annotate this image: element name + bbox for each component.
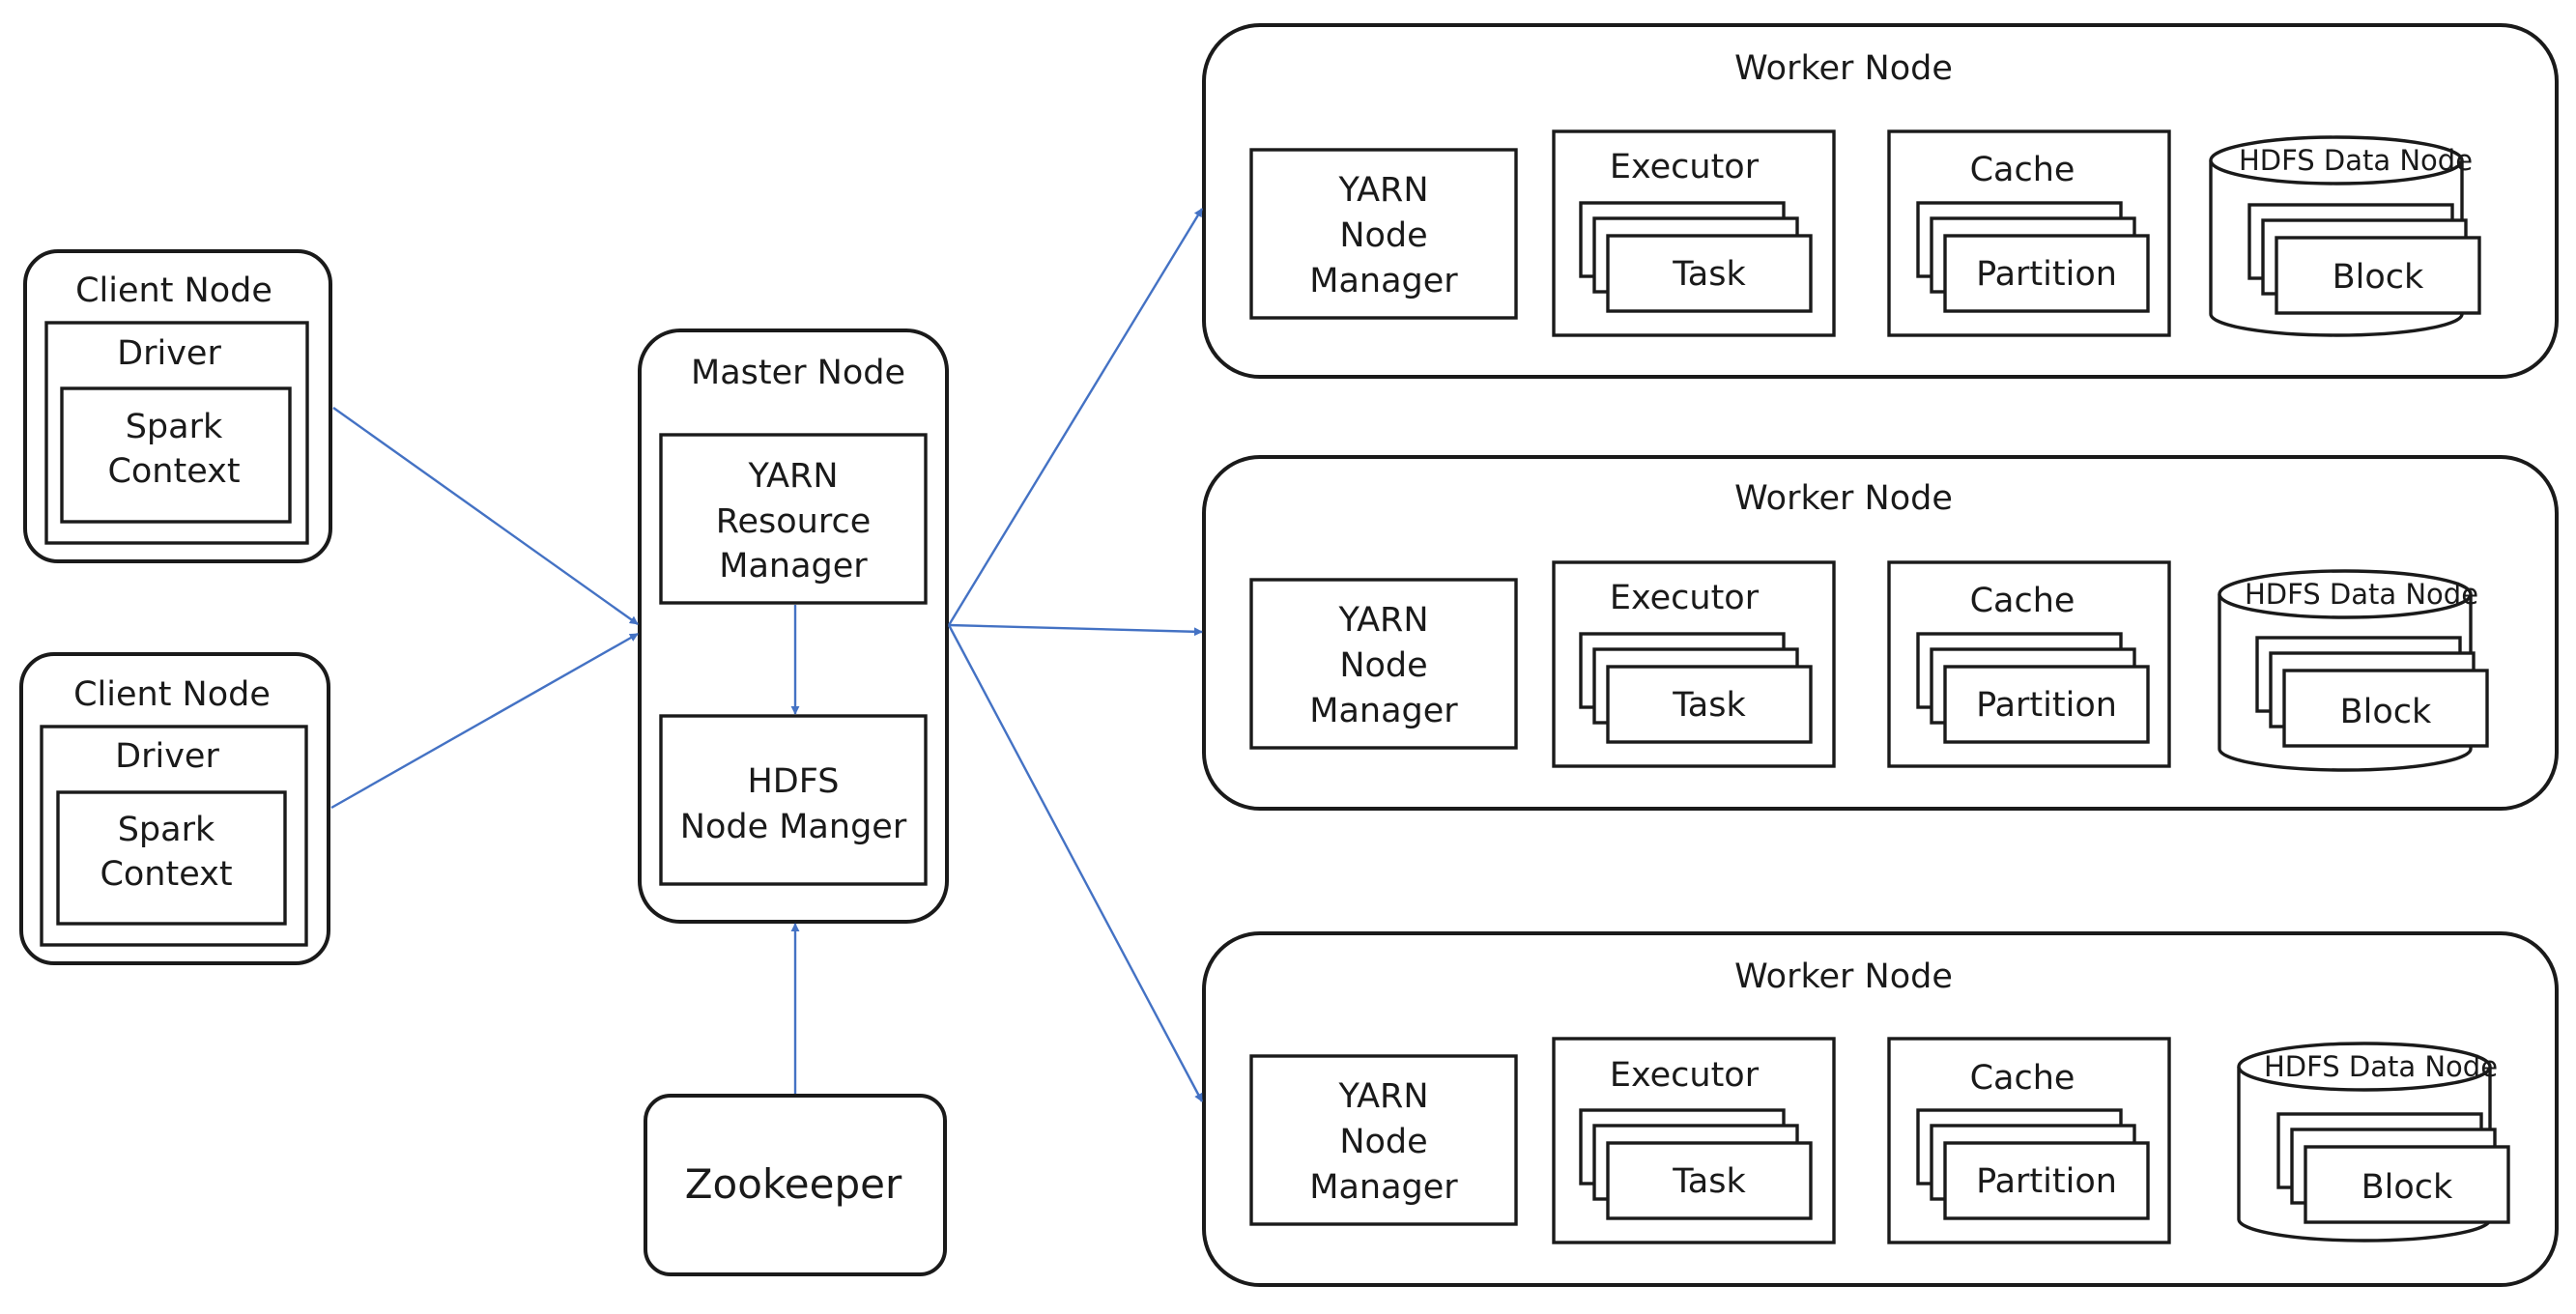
cache-box: Cache Partition bbox=[1887, 1037, 2171, 1244]
zookeeper-label: Zookeeper bbox=[685, 1160, 902, 1208]
worker-node-title: Worker Node bbox=[1734, 479, 1953, 518]
arrow-master-to-worker3 bbox=[947, 624, 1204, 1102]
arrow-client2-to-master bbox=[330, 632, 639, 810]
block-box bbox=[2282, 669, 2489, 748]
executor-label: Executor bbox=[1610, 579, 1760, 617]
worker-nodes: Worker Node YARN Node Manager Executor T… bbox=[1202, 23, 2559, 1287]
hdfs-data-node-cylinder: HDFS Data Node Block bbox=[2218, 569, 2489, 772]
node-manager-label: Node bbox=[1339, 216, 1427, 255]
block-box bbox=[2275, 236, 2481, 315]
client-node-1: Client Node Driver Spark Context bbox=[23, 249, 332, 563]
task-box bbox=[1606, 234, 1813, 313]
node-manager-label: YARN bbox=[1337, 171, 1428, 210]
data-node-label: HDFS Data Node bbox=[2264, 1050, 2498, 1083]
cache-box: Cache Partition bbox=[1887, 129, 2171, 337]
block-box bbox=[2304, 1145, 2510, 1224]
node-manager-label: Manager bbox=[1309, 1168, 1458, 1207]
master-node-title: Master Node bbox=[691, 354, 905, 392]
spark-context-label: Spark bbox=[126, 408, 223, 446]
data-node-label: HDFS Data Node bbox=[2245, 578, 2478, 611]
yarn-resource-manager-box: YARN Resource Manager bbox=[659, 433, 928, 605]
hdfs-manager-label: Node Manger bbox=[680, 808, 907, 846]
hdfs-manager-label: HDFS bbox=[747, 762, 839, 801]
resource-manager-label: YARN bbox=[747, 457, 838, 496]
node-manager-label: Manager bbox=[1309, 262, 1458, 300]
block-label: Block bbox=[2340, 693, 2432, 731]
resource-manager-label: Manager bbox=[719, 547, 868, 586]
driver-label: Driver bbox=[115, 737, 219, 776]
spark-context-label: Context bbox=[107, 452, 240, 491]
resource-manager-label: Resource bbox=[716, 502, 872, 541]
hdfs-data-node-cylinder: HDFS Data Node Block bbox=[2209, 135, 2481, 337]
driver-box: Driver Spark Context bbox=[40, 725, 308, 947]
executor-label: Executor bbox=[1610, 1056, 1760, 1095]
node-manager-label: YARN bbox=[1337, 1077, 1428, 1116]
task-label: Task bbox=[1672, 255, 1746, 294]
cache-label: Cache bbox=[1970, 1059, 2075, 1098]
executor-box: Executor Task bbox=[1552, 129, 1836, 337]
spark-context-label: Spark bbox=[118, 811, 215, 849]
node-manager-label: Node bbox=[1339, 646, 1427, 685]
partition-label: Partition bbox=[1976, 686, 2117, 725]
master-node: Master Node YARN Resource Manager HDFS N… bbox=[638, 328, 949, 924]
block-label: Block bbox=[2361, 1168, 2453, 1207]
hdfs-data-node-cylinder: HDFS Data Node Block bbox=[2237, 1042, 2510, 1243]
executor-box: Executor Task bbox=[1552, 1037, 1836, 1244]
arrow-client1-to-master bbox=[332, 407, 639, 625]
cache-label: Cache bbox=[1970, 582, 2075, 620]
yarn-node-manager-box: YARN Node Manager bbox=[1249, 1054, 1518, 1226]
node-manager-label: Node bbox=[1339, 1123, 1427, 1161]
executor-box: Executor Task bbox=[1552, 560, 1836, 768]
worker-node-3: Worker Node YARN Node Manager Executor T… bbox=[1202, 931, 2559, 1287]
worker-node-1: Worker Node YARN Node Manager Executor T… bbox=[1202, 23, 2559, 379]
zookeeper-node: Zookeeper bbox=[644, 1094, 947, 1276]
connections bbox=[330, 208, 1204, 1102]
client-node-title: Client Node bbox=[75, 271, 272, 310]
cache-label: Cache bbox=[1970, 151, 2075, 189]
partition-box bbox=[1943, 665, 2150, 744]
block-label: Block bbox=[2333, 258, 2424, 297]
partition-box bbox=[1943, 1141, 2150, 1220]
executor-label: Executor bbox=[1610, 148, 1760, 186]
client-node-2: Client Node Driver Spark Context bbox=[19, 652, 330, 965]
task-box bbox=[1606, 665, 1813, 744]
spark-context-box: Spark Context bbox=[60, 386, 292, 524]
client-node-title: Client Node bbox=[73, 675, 271, 714]
node-manager-label: YARN bbox=[1337, 601, 1428, 640]
partition-label: Partition bbox=[1976, 1162, 2117, 1201]
cache-box: Cache Partition bbox=[1887, 560, 2171, 768]
spark-context-label: Context bbox=[100, 855, 232, 894]
driver-label: Driver bbox=[117, 334, 221, 373]
node-manager-label: Manager bbox=[1309, 692, 1458, 730]
worker-node-title: Worker Node bbox=[1734, 49, 1953, 88]
partition-box bbox=[1943, 234, 2150, 313]
data-node-label: HDFS Data Node bbox=[2239, 144, 2473, 177]
hdfs-node-manager-box: HDFS Node Manger bbox=[659, 714, 928, 886]
task-label: Task bbox=[1672, 1162, 1746, 1201]
spark-context-box: Spark Context bbox=[56, 790, 287, 926]
yarn-node-manager-box: YARN Node Manager bbox=[1249, 148, 1518, 320]
driver-box: Driver Spark Context bbox=[44, 321, 309, 545]
worker-node-title: Worker Node bbox=[1734, 957, 1953, 996]
task-label: Task bbox=[1672, 686, 1746, 725]
task-box bbox=[1606, 1141, 1813, 1220]
arrow-master-to-worker2 bbox=[948, 623, 1203, 637]
yarn-node-manager-box: YARN Node Manager bbox=[1249, 578, 1518, 750]
worker-node-2: Worker Node YARN Node Manager Executor T… bbox=[1202, 455, 2559, 811]
partition-label: Partition bbox=[1976, 255, 2117, 294]
arrow-master-to-worker1 bbox=[947, 208, 1204, 626]
